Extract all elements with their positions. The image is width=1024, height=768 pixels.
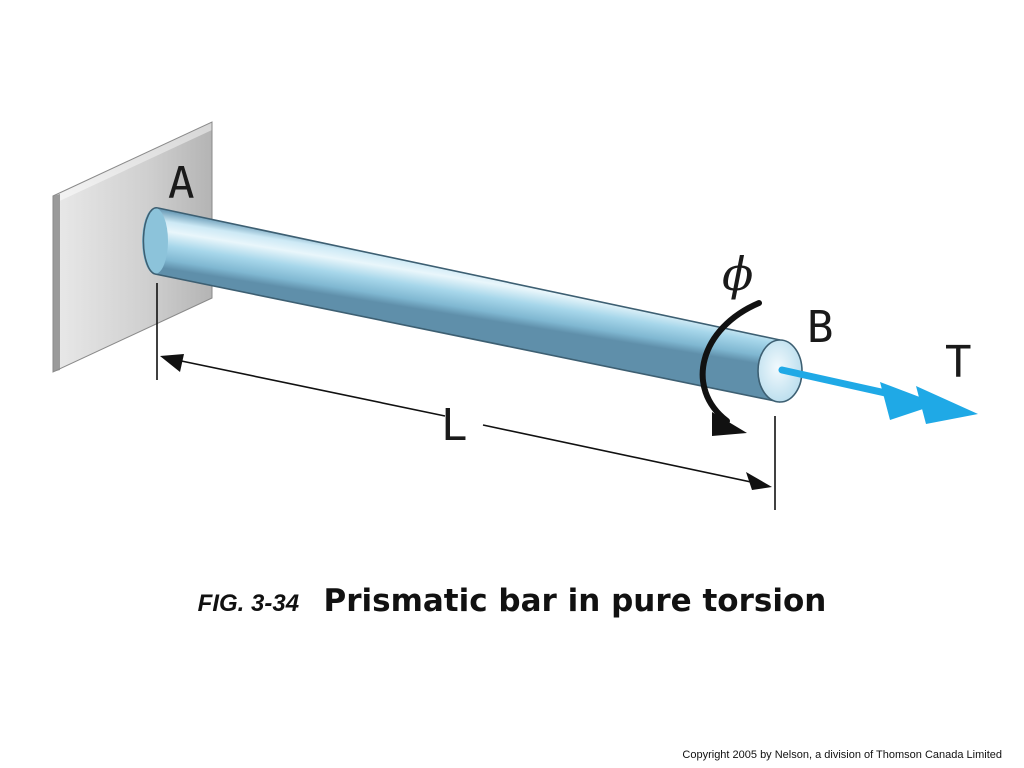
copyright-notice: Copyright 2005 by Nelson, a division of … xyxy=(682,749,1002,761)
figure-number: FIG. 3-34 xyxy=(197,590,300,617)
length-dimension xyxy=(156,283,776,510)
label-phi: ϕ xyxy=(722,247,753,301)
figure-title: Prismatic bar in pure torsion xyxy=(323,583,827,619)
twist-arrow xyxy=(699,300,762,436)
label-a: A xyxy=(168,158,195,209)
torque-arrow xyxy=(778,366,978,424)
fixed-support-wall xyxy=(52,121,213,373)
label-l: L xyxy=(441,400,468,451)
label-t: T xyxy=(945,337,972,388)
figure-caption: FIG. 3-34 Prismatic bar in pure torsion xyxy=(0,583,1024,619)
label-b: B xyxy=(807,302,834,353)
